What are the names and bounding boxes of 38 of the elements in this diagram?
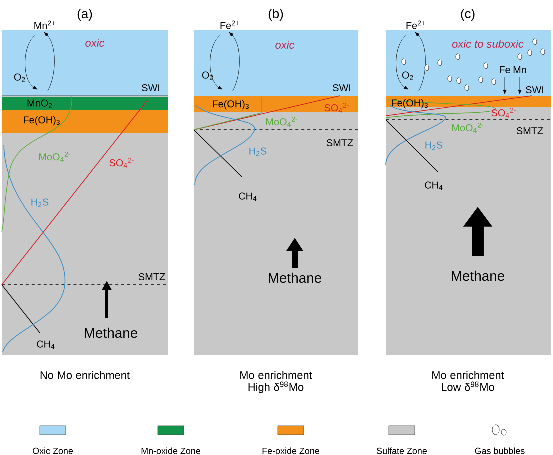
text-label: CH$_{4}$ [425, 182, 443, 190]
legend-label: Mn-oxide Zone [142, 448, 200, 454]
node-label: Mo enrichment Low δ$^{98}$Mo [432, 371, 504, 392]
text-label: MnO$_{2}$ [28, 100, 52, 108]
text-label: SMTZ [516, 127, 544, 135]
text-label: Fe(OH)$_{3}$ [24, 116, 60, 126]
text-label: Fe(OH)$_{3}$ [392, 99, 428, 109]
legend-label: Oxic Zone [33, 448, 74, 454]
legend-label: Fe-oxide Zone [262, 448, 320, 454]
text-label: SWI [142, 84, 160, 92]
text-label: SMTZ [326, 139, 354, 147]
text-label: O$_{2}$ [14, 74, 26, 82]
text-label: SWI [526, 86, 544, 94]
zone-label: oxic [86, 38, 105, 48]
text-label: O$_{2}$ [402, 72, 414, 80]
text-label: Mn [514, 66, 526, 74]
legend-label: Gas bubbles [475, 448, 525, 454]
legend-label: Sulfate Zone [377, 448, 428, 454]
text-label: SMTZ [138, 273, 166, 281]
methane-label: Methane [85, 328, 138, 338]
curve-label: H$_{2}$S [250, 148, 267, 156]
zone-label: oxic to suboxic [452, 40, 524, 48]
text-label: CH$_{4}$ [37, 340, 55, 350]
curve-label: H$_{2}$S [426, 142, 443, 150]
methane-label: Methane [452, 270, 505, 282]
node-label: Mo enrichment High δ$^{98}$Mo [240, 371, 312, 394]
node-label: No Mo enrichment [40, 371, 130, 380]
text-label: O$_{2}$ [202, 72, 214, 80]
curve-label: H$_{2}$S [32, 198, 49, 208]
methane-label: Methane [269, 272, 322, 284]
zone-label: oxic [276, 40, 295, 50]
node-label: (c) [461, 8, 475, 22]
text-label: CH$_{4}$ [239, 192, 257, 202]
node-label: (b) [268, 8, 284, 22]
text-label: Fe [500, 66, 510, 74]
text-label: Fe(OH)$_{3}$ [213, 100, 249, 110]
node-label: (a) [78, 8, 92, 22]
text-label: SWI [333, 84, 350, 92]
